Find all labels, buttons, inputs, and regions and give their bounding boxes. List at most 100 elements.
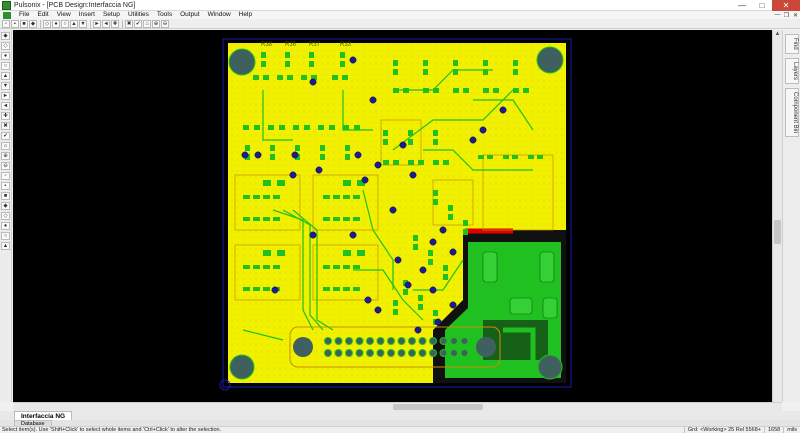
track-tool-icon[interactable]: ● [1, 52, 10, 60]
select-icon[interactable]: ► [93, 19, 101, 28]
via[interactable] [469, 136, 477, 144]
move-tool-icon[interactable]: ▪ [1, 182, 10, 190]
smd-pad[interactable] [453, 88, 459, 93]
ic-pad[interactable] [333, 195, 340, 199]
find-tab[interactable]: Find [785, 34, 799, 54]
connector-pin[interactable] [460, 349, 469, 357]
via[interactable] [361, 176, 369, 184]
via[interactable] [291, 151, 299, 159]
smd-pad[interactable] [279, 125, 285, 130]
ic-pad[interactable] [263, 265, 270, 269]
smd-pad[interactable] [443, 274, 448, 280]
connector-pin[interactable] [355, 349, 364, 357]
area-tool-icon[interactable]: ▫ [1, 172, 10, 180]
mounting-hole-tl[interactable] [228, 48, 256, 76]
smd-pad[interactable] [383, 139, 388, 145]
save-icon[interactable]: ■ [20, 19, 28, 28]
connector-pin[interactable] [397, 349, 406, 357]
smd-pad[interactable] [393, 69, 398, 75]
connector-pin[interactable] [429, 349, 437, 357]
smd-pad[interactable] [357, 250, 365, 256]
smd-pad[interactable] [285, 61, 290, 67]
smd-pad[interactable] [383, 130, 388, 136]
zoom-in-icon[interactable]: ✖ [125, 19, 133, 28]
smd-pad[interactable] [418, 295, 423, 301]
connector-pin[interactable] [450, 337, 458, 345]
power-pad[interactable] [509, 297, 533, 315]
smd-pad[interactable] [433, 310, 438, 316]
via[interactable] [309, 78, 317, 86]
smd-pad[interactable] [270, 154, 275, 160]
connector-pin[interactable] [345, 349, 353, 357]
connector-pin[interactable] [387, 337, 395, 345]
connector-pin[interactable] [324, 349, 332, 357]
smd-pad[interactable] [528, 155, 534, 159]
smd-pad[interactable] [503, 155, 509, 159]
shape-tool-icon[interactable]: ▼ [1, 82, 10, 90]
smd-pad[interactable] [433, 199, 438, 205]
mounting-hole-br[interactable] [537, 354, 563, 380]
smd-pad[interactable] [413, 244, 418, 250]
maximize-button[interactable]: □ [759, 0, 765, 10]
ic-pad[interactable] [323, 217, 330, 221]
connector-pin[interactable] [450, 349, 458, 357]
doc-minimize-button[interactable]: — [774, 11, 781, 18]
zoom-out-icon[interactable]: ✔ [134, 19, 142, 28]
smd-pad[interactable] [345, 154, 350, 160]
connector-pin[interactable] [366, 349, 374, 357]
vertical-scrollbar[interactable]: ▲ [772, 30, 782, 402]
smd-pad[interactable] [357, 180, 365, 186]
smd-pad[interactable] [343, 250, 351, 256]
smd-pad[interactable] [463, 229, 468, 235]
via[interactable] [374, 306, 382, 314]
connector-pin[interactable] [345, 337, 353, 345]
smd-pad[interactable] [261, 61, 266, 67]
ic-pad[interactable] [253, 265, 260, 269]
via[interactable] [349, 56, 357, 64]
mounting-hole-tr[interactable] [536, 46, 564, 74]
ic-pad[interactable] [263, 217, 270, 221]
drc-tool-icon[interactable]: ▲ [1, 242, 10, 250]
power-pad[interactable] [539, 251, 555, 283]
smd-pad[interactable] [311, 75, 317, 80]
ic-pad[interactable] [253, 217, 260, 221]
cut-icon[interactable]: ◇ [43, 19, 51, 28]
menu-insert[interactable]: Insert [78, 11, 95, 18]
smd-pad[interactable] [483, 60, 488, 66]
ic-pad[interactable] [343, 195, 350, 199]
connector-pin[interactable] [376, 349, 385, 357]
doc-close-button[interactable]: ✕ [792, 12, 799, 19]
connector-pin[interactable] [334, 349, 343, 357]
smd-pad[interactable] [343, 125, 349, 130]
via[interactable] [439, 226, 447, 234]
connector-pin[interactable] [429, 337, 437, 345]
vertical-scroll-thumb[interactable] [774, 220, 781, 244]
status-units[interactable]: mils [783, 427, 800, 433]
route-icon[interactable]: ◄ [102, 19, 110, 28]
smd-pad[interactable] [433, 190, 438, 196]
redo-icon[interactable]: ▼ [79, 19, 87, 28]
text-tool-icon[interactable]: ► [1, 92, 10, 100]
smd-pad[interactable] [253, 75, 259, 80]
via[interactable] [369, 96, 377, 104]
refresh-icon[interactable]: ⊖ [161, 19, 169, 28]
ic-pad[interactable] [243, 217, 250, 221]
ic-pad[interactable] [263, 287, 270, 291]
smd-pad[interactable] [393, 300, 398, 306]
connector-pin[interactable] [418, 349, 427, 357]
smd-pad[interactable] [293, 125, 299, 130]
smd-pad[interactable] [263, 250, 271, 256]
via[interactable] [364, 296, 372, 304]
via[interactable] [399, 141, 407, 149]
smd-pad[interactable] [295, 145, 300, 151]
smd-pad[interactable] [277, 250, 285, 256]
scroll-up-arrow-icon[interactable]: ▲ [774, 31, 781, 37]
menu-utilities[interactable]: Utilities [127, 11, 149, 18]
smd-pad[interactable] [301, 75, 307, 80]
hole-tool-icon[interactable]: ⊖ [1, 162, 10, 170]
smd-pad[interactable] [513, 69, 518, 75]
smd-pad[interactable] [448, 214, 453, 220]
layers-tab[interactable]: Layers [785, 57, 799, 84]
smd-pad[interactable] [428, 259, 433, 265]
arc-tool-icon[interactable]: ✚ [1, 112, 10, 120]
